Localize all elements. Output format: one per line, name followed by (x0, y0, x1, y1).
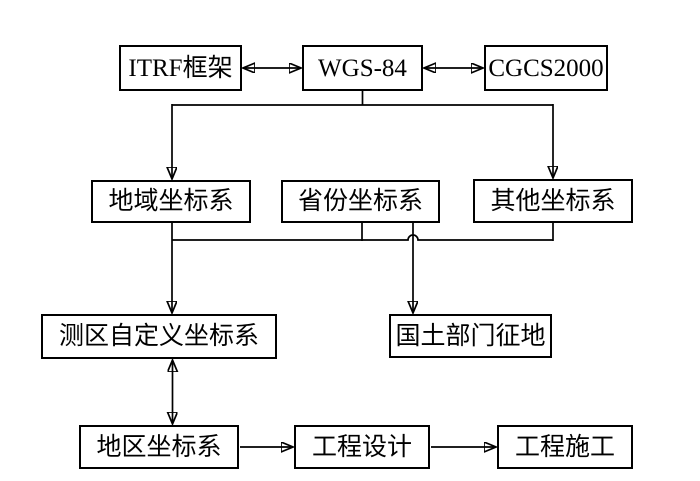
node-land-department-expropriation: 国土部门征地 (389, 314, 552, 358)
node-other-coordinate-system: 其他坐标系 (473, 179, 633, 223)
node-cgcs2000: CGCS2000 (484, 45, 608, 91)
node-itrf-frame: ITRF框架 (119, 45, 242, 91)
node-eng-construction-label: 工程施工 (514, 433, 615, 461)
node-eng-design-label: 工程设计 (311, 433, 412, 461)
node-district-coordinate-system: 地区坐标系 (79, 425, 239, 469)
node-province-coordinate-system: 省份坐标系 (281, 180, 440, 223)
node-province-label: 省份坐标系 (297, 188, 423, 215)
node-land-dept-label: 国土部门征地 (395, 322, 546, 350)
node-wgs84: WGS-84 (302, 45, 423, 91)
node-itrf-frame-label: ITRF框架 (128, 54, 233, 82)
node-regional-label: 地域坐标系 (108, 188, 234, 215)
node-cgcs2000-label: CGCS2000 (488, 54, 604, 82)
node-district-label: 地区坐标系 (96, 433, 222, 461)
node-other-label: 其他坐标系 (490, 187, 616, 215)
node-engineering-construction: 工程施工 (497, 425, 633, 469)
node-survey-custom-label: 测区自定义坐标系 (58, 323, 259, 350)
node-regional-coordinate-system: 地域坐标系 (91, 180, 251, 223)
node-survey-custom-coordinate-system: 测区自定义坐标系 (41, 314, 277, 359)
node-engineering-design: 工程设计 (294, 425, 430, 469)
node-wgs84-label: WGS-84 (318, 54, 407, 82)
